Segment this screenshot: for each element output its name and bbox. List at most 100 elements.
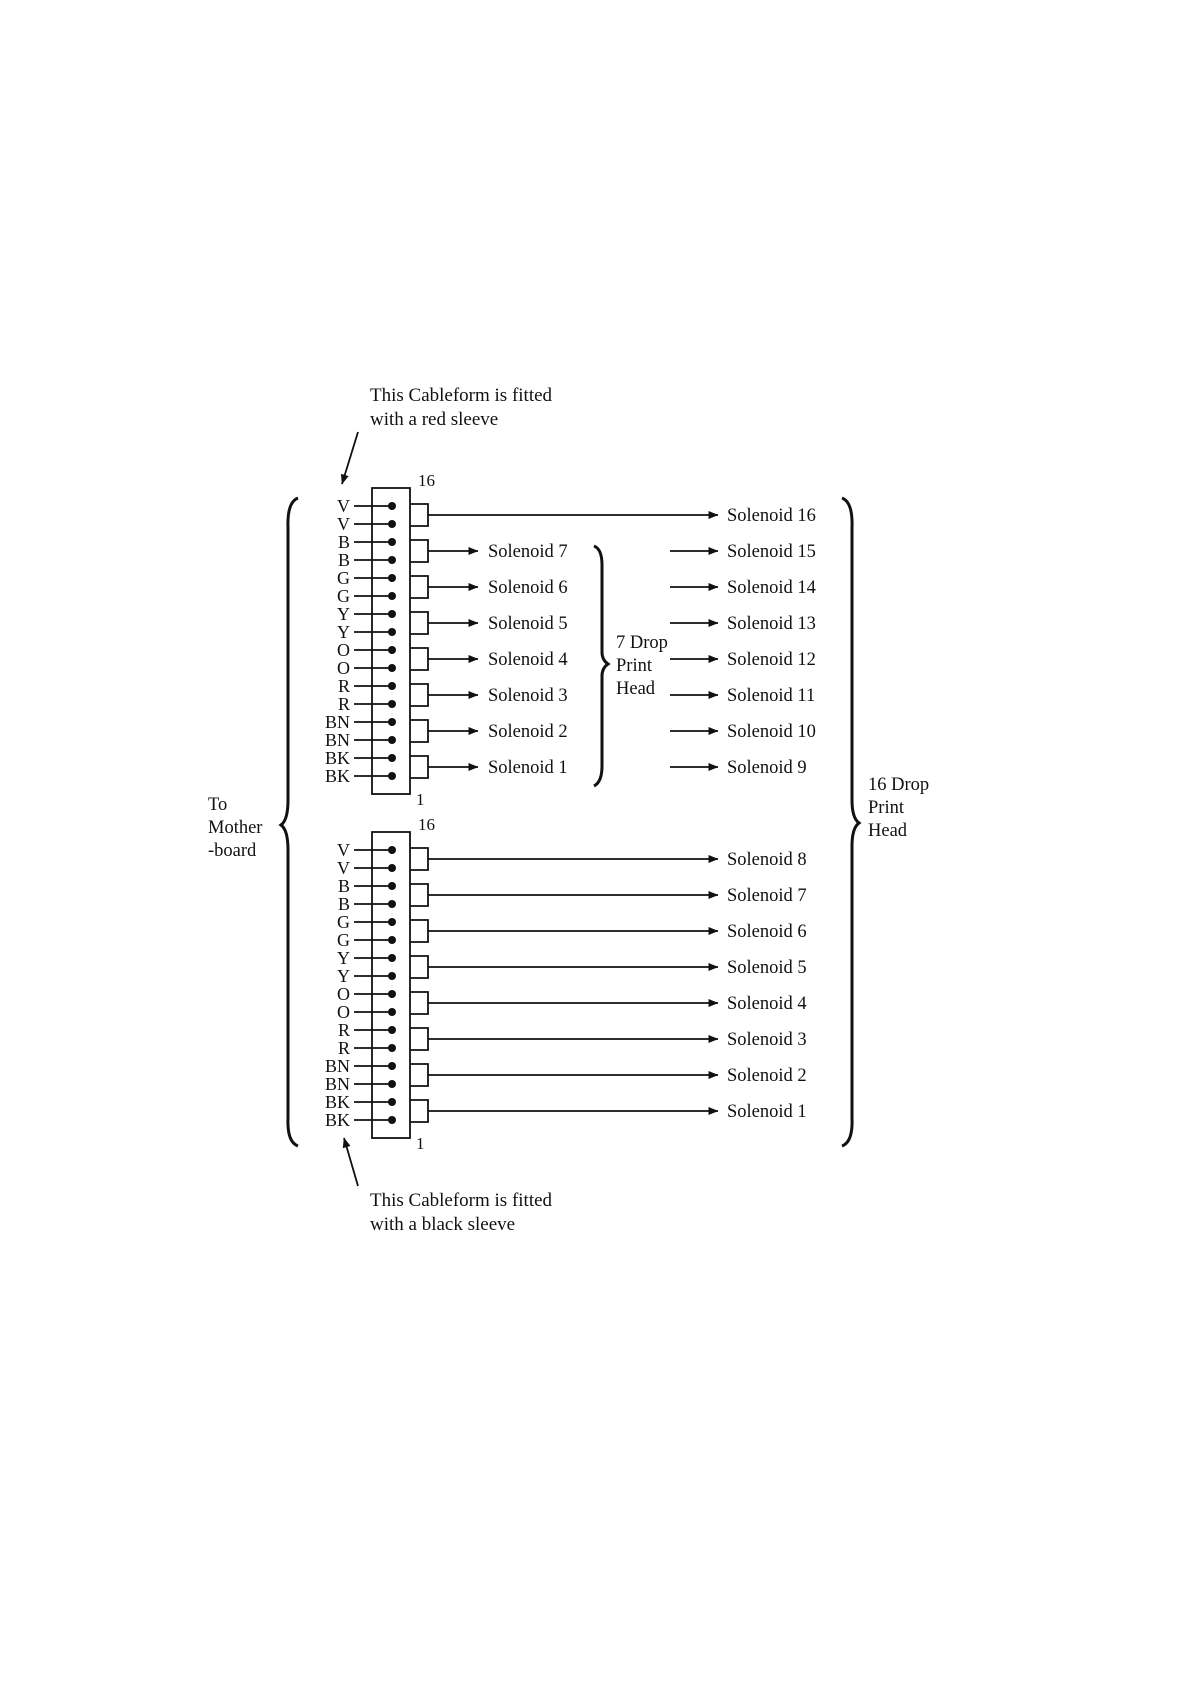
- seven-drop-label-line-1: 7 Drop: [616, 633, 668, 653]
- wire-colour-label: BK: [325, 1110, 350, 1130]
- pin-dot: [388, 864, 396, 872]
- pin-dot: [388, 610, 396, 618]
- seven-drop-label-line-3: Head: [616, 679, 656, 699]
- wire-colour-label: V: [337, 496, 350, 516]
- sixteen-drop-label-line-2: Print: [868, 798, 905, 818]
- wire-colour-label: V: [337, 858, 350, 878]
- sixteen-drop-solenoid-label: Solenoid 3: [727, 1030, 807, 1050]
- pin-dot: [388, 772, 396, 780]
- pin-dot: [388, 954, 396, 962]
- wire-colour-label: Y: [337, 966, 350, 986]
- pin-dot: [388, 592, 396, 600]
- pair-bracket: [410, 955, 429, 979]
- seven-drop-solenoid-label: Solenoid 5: [488, 614, 568, 634]
- wire-colour-label: BN: [325, 712, 350, 732]
- pin-dot: [388, 754, 396, 762]
- sixteen-drop-solenoid-label: Solenoid 13: [727, 614, 816, 634]
- wire-colour-label: B: [338, 876, 350, 896]
- pin-dot: [388, 882, 396, 890]
- connector-block: [371, 487, 411, 795]
- wire-colour-label: O: [337, 1002, 350, 1022]
- pin-dot: [388, 936, 396, 944]
- sixteen-drop-solenoid-label: Solenoid 9: [727, 758, 807, 778]
- wire-colour-label: BN: [325, 1056, 350, 1076]
- wire-colour-label: BK: [325, 766, 350, 786]
- sixteen-drop-solenoid-label: Solenoid 1: [727, 1102, 807, 1122]
- sixteen-drop-solenoid-label: Solenoid 10: [727, 722, 816, 742]
- pin-dot: [388, 900, 396, 908]
- wire-colour-label: R: [338, 1038, 350, 1058]
- black-sleeve-pointer-arrow: [342, 1137, 359, 1187]
- wire-colour-label: B: [338, 550, 350, 570]
- pin-dot: [388, 1116, 396, 1124]
- pin-dot: [388, 972, 396, 980]
- wire-colour-label: BN: [325, 1074, 350, 1094]
- pin-dot: [388, 918, 396, 926]
- seven-drop-label-line-2: Print: [616, 656, 653, 676]
- seven-drop-solenoid-label: Solenoid 3: [488, 686, 568, 706]
- sixteen-drop-solenoid-label: Solenoid 16: [727, 506, 816, 526]
- pair-bracket: [410, 647, 429, 671]
- wire-colour-label: G: [337, 930, 350, 950]
- red-sleeve-note-line-2: with a red sleeve: [370, 409, 498, 430]
- pair-bracket: [410, 539, 429, 563]
- wire-colour-label: G: [337, 912, 350, 932]
- motherboard-label-line-3: -board: [208, 841, 257, 861]
- sixteen-drop-label-line-3: Head: [868, 821, 908, 841]
- pair-bracket: [410, 683, 429, 707]
- pair-bracket: [410, 719, 429, 743]
- pin-1-label: 1: [416, 1134, 425, 1153]
- sixteen-drop-solenoid-label: Solenoid 7: [727, 886, 807, 906]
- pair-bracket: [410, 611, 429, 635]
- wire-colour-label: R: [338, 694, 350, 714]
- seven-drop-solenoid-label: Solenoid 7: [488, 542, 568, 562]
- pin-dot: [388, 736, 396, 744]
- pair-bracket: [410, 755, 429, 779]
- wire-colour-label: G: [337, 568, 350, 588]
- motherboard-brace: [278, 496, 299, 1148]
- red-sleeve-note-line-1: This Cableform is fitted: [370, 385, 553, 406]
- pair-bracket: [410, 1063, 429, 1087]
- pin-dot: [388, 990, 396, 998]
- seven-drop-solenoid-label: Solenoid 2: [488, 722, 568, 742]
- pin-16-label: 16: [418, 815, 435, 834]
- sixteen-drop-solenoid-label: Solenoid 12: [727, 650, 816, 670]
- pair-bracket: [410, 575, 429, 599]
- sixteen-drop-solenoid-label: Solenoid 4: [727, 994, 807, 1014]
- wire-colour-label: O: [337, 640, 350, 660]
- sixteen-drop-solenoid-label: Solenoid 8: [727, 850, 807, 870]
- pin-dot: [388, 574, 396, 582]
- pin-dot: [388, 1026, 396, 1034]
- sixteen-drop-solenoid-label: Solenoid 11: [727, 686, 815, 706]
- pin-dot: [388, 700, 396, 708]
- pin-dot: [388, 1098, 396, 1106]
- seven-drop-brace: [593, 544, 611, 788]
- sixteen-drop-label-line-1: 16 Drop: [868, 775, 929, 795]
- wire-colour-label: B: [338, 532, 350, 552]
- pin-dot: [388, 556, 396, 564]
- pin-dot: [388, 1008, 396, 1016]
- pin-dot: [388, 628, 396, 636]
- connector-block: [371, 831, 411, 1139]
- wire-colour-label: Y: [337, 604, 350, 624]
- wire-colour-label: Y: [337, 622, 350, 642]
- sixteen-drop-brace: [841, 496, 862, 1148]
- pin-dot: [388, 538, 396, 546]
- pair-bracket: [410, 883, 429, 907]
- seven-drop-solenoid-label: Solenoid 1: [488, 758, 568, 778]
- pair-bracket: [410, 1027, 429, 1051]
- pair-bracket: [410, 847, 429, 871]
- sixteen-drop-solenoid-label: Solenoid 2: [727, 1066, 807, 1086]
- wire-colour-label: O: [337, 658, 350, 678]
- motherboard-label-line-2: Mother: [208, 818, 262, 838]
- sixteen-drop-solenoid-label: Solenoid 6: [727, 922, 807, 942]
- wire-colour-label: R: [338, 676, 350, 696]
- wire-colour-label: BK: [325, 1092, 350, 1112]
- black-sleeve-note-line-2: with a black sleeve: [370, 1214, 515, 1235]
- pin-16-label: 16: [418, 471, 435, 490]
- seven-drop-solenoid-label: Solenoid 4: [488, 650, 568, 670]
- pin-dot: [388, 718, 396, 726]
